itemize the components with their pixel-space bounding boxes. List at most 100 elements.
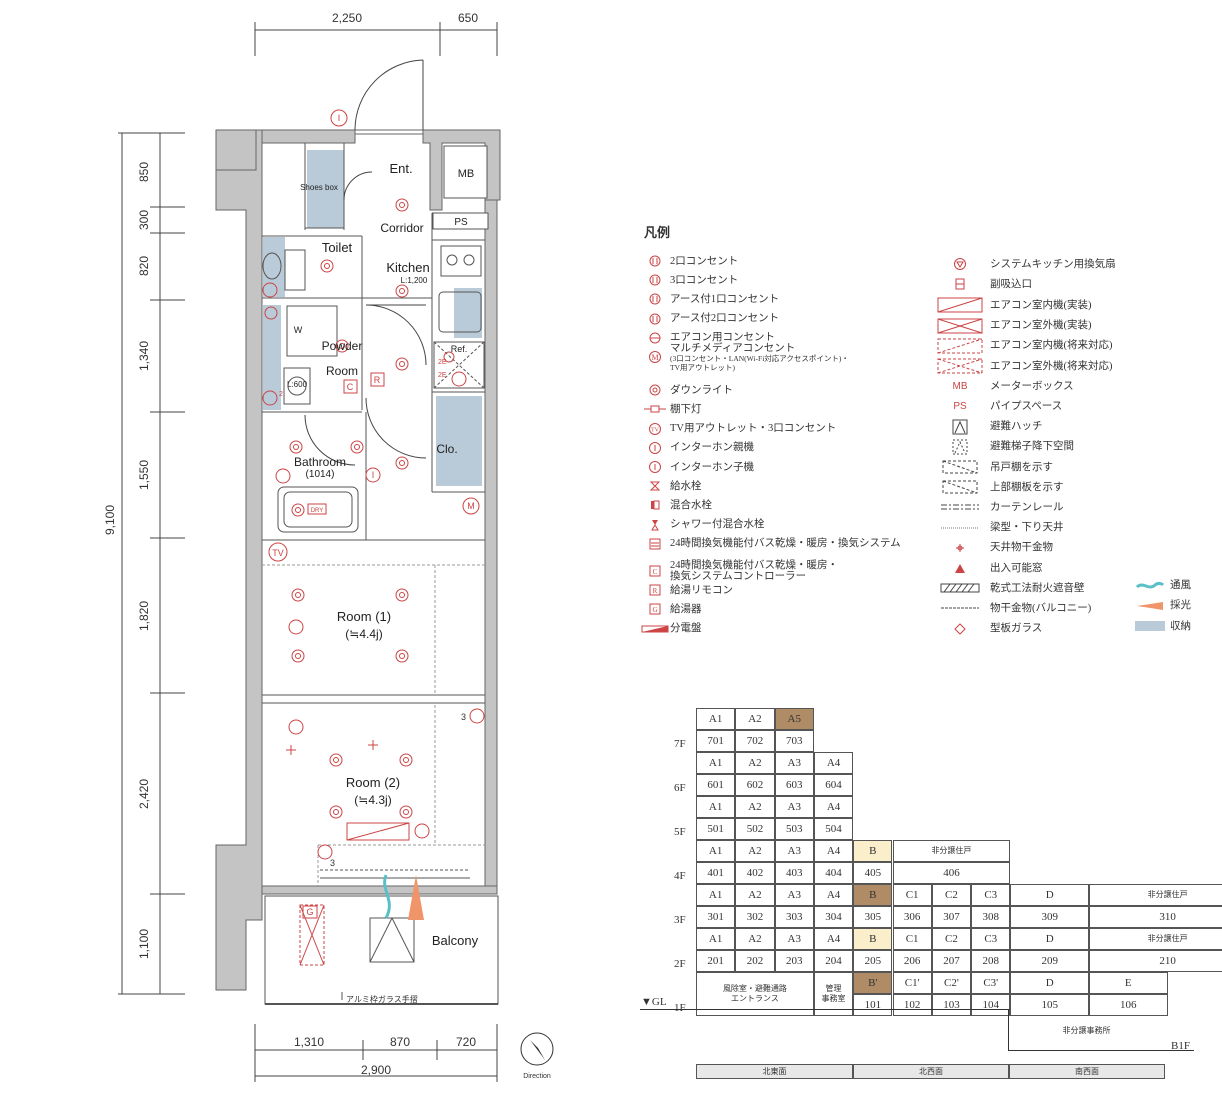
mixer-faucet-icon [640, 498, 670, 512]
unit-type-cell: A3 [774, 928, 814, 950]
legend-item: 梁型・下り天井 [930, 519, 1064, 537]
downlights [289, 198, 413, 819]
unit-type-cell: B [853, 884, 893, 906]
unit-type-cell: C2 [931, 928, 972, 950]
balcony-hanger-icon [930, 604, 990, 612]
unit-number-cell: 308 [971, 906, 1011, 928]
powder-label: Powder [322, 339, 363, 353]
unit-type-cell: A3 [774, 840, 814, 862]
balcony-label: Balcony [432, 933, 479, 948]
legend-label: 避難梯子降下空間 [990, 441, 1074, 453]
unit-number-cell: 101 [853, 994, 893, 1016]
legend-item: 乾式工法耐火遮音壁 [930, 579, 1085, 597]
legend-item: 吊戸棚を示す [930, 458, 1053, 476]
legend-label: 副吸込口 [990, 278, 1032, 290]
unit-number-cell: 406 [892, 862, 1011, 884]
legend-label: 天井物干金物 [990, 542, 1053, 554]
legend-item: アース付2口コンセント [640, 310, 779, 328]
unit-type-cell: C1 [892, 884, 932, 906]
bath-controller-icon: C [640, 564, 670, 578]
kitchen-label: Kitchen [386, 260, 429, 275]
unit-type-cell: A1 [696, 752, 736, 774]
facade-label: 北西面 [853, 1064, 1009, 1079]
legend-label: 24時間換気機能付バス乾燥・暖房・ [670, 560, 838, 571]
ref-code-1: 2E [438, 359, 447, 366]
unit-number-cell: 210 [1089, 950, 1222, 972]
washer-w-label: W [294, 325, 303, 335]
b1-office-label: 非分譲事務所 [1062, 1025, 1111, 1035]
aircon-outdoor-future-icon [930, 358, 990, 374]
outlet-2-icon [640, 254, 670, 268]
aircon-outlet-icon [640, 331, 670, 345]
legend-item: 型板ガラス [930, 620, 1042, 638]
legend-label: 棚下灯 [670, 403, 702, 415]
unit-type-cell: 非分譲住戸 [1089, 928, 1222, 950]
unit-type-cell: C2' [931, 972, 972, 994]
faucet-icon [640, 479, 670, 493]
intercom-sub-symbol: I [338, 113, 341, 123]
ladder-space-icon [930, 439, 990, 455]
powder-length: L:600 [287, 380, 308, 389]
legend-title: 凡例 [644, 225, 671, 240]
unit-type-cell: D [1010, 928, 1089, 950]
unit-type-cell: A3 [774, 796, 814, 818]
ground-line [640, 1009, 1010, 1010]
legend-label: インターホン子機 [670, 461, 754, 473]
facade-label: 北東面 [696, 1064, 853, 1079]
unit-number-cell: 201 [696, 950, 736, 972]
escape-hatch-icon [930, 419, 990, 435]
unit-number-cell: 501 [696, 818, 736, 840]
unit-type-cell: A4 [813, 840, 854, 862]
legend-label: エアコン室外機(将来対応) [990, 360, 1113, 372]
water-heater-icon: G [640, 602, 670, 616]
legend-item: エアコン室外機(将来対応) [930, 357, 1113, 375]
legend-label: 24時間換気機能付バス乾燥・暖房・換気システム [670, 538, 901, 550]
glass-rail-note: アルミ枠ガラス手摺 [341, 992, 418, 1004]
legend-item: エアコン室内機(実装) [930, 296, 1092, 314]
office-cell: 管理 事務室 [813, 972, 854, 1016]
legend-item: 避難ハッチ [930, 418, 1043, 436]
wall-cabinet-icon [930, 460, 990, 474]
kitchen-stove [440, 245, 482, 277]
unit-number-cell: 204 [813, 950, 854, 972]
upper-shelf-icon [930, 480, 990, 494]
legend-label: エアコン室外機(実装) [990, 320, 1092, 332]
legend-label: 分電盤 [670, 623, 702, 635]
bath-dryer-symbol: DRY [311, 508, 324, 514]
ventilation-arrow [383, 874, 391, 919]
legend-item: 分電盤 [640, 620, 702, 638]
unit-type-cell: E [1089, 972, 1168, 994]
floor-label: 6F [674, 782, 686, 794]
outlet-3-label-a: 3 [461, 712, 466, 722]
dim-top-1: 2,250 [332, 11, 362, 25]
unit-number-cell: 403 [774, 862, 814, 884]
legend-item: 収納 [1130, 617, 1191, 635]
unit-type-cell: A1 [696, 928, 736, 950]
unit-number-cell: 305 [853, 906, 893, 928]
ent-label: Ent. [389, 161, 412, 176]
walls [215, 129, 501, 991]
intercom-main-symbol: I [372, 470, 375, 480]
unit-type-cell: A2 [735, 708, 775, 730]
legend-item: 混合水栓 [640, 496, 712, 514]
dim-left-5: 1,550 [137, 460, 151, 490]
patterned-glass-icon [930, 622, 990, 636]
legend-label: 採光 [1170, 600, 1191, 611]
dim-left-1: 850 [137, 162, 151, 182]
legend-label: メーターボックス [990, 380, 1074, 392]
legend-item: 出入可能窓 [930, 559, 1043, 577]
room2-label: Room (2) [346, 775, 400, 790]
legend-label: 避難ハッチ [990, 421, 1043, 433]
dim-bottom-total: 2,900 [361, 1063, 391, 1077]
unit-type-cell: A4 [813, 928, 854, 950]
dimension-lines [118, 22, 498, 1082]
legend-item: 天井物干金物 [930, 539, 1053, 557]
room2-size: (≒4.3j) [354, 793, 391, 807]
ventilation-icon [1130, 579, 1170, 591]
ceiling-hanger-icon [930, 541, 990, 555]
water-heater-symbol: G [306, 907, 313, 917]
svg-text:G: G [652, 606, 657, 614]
